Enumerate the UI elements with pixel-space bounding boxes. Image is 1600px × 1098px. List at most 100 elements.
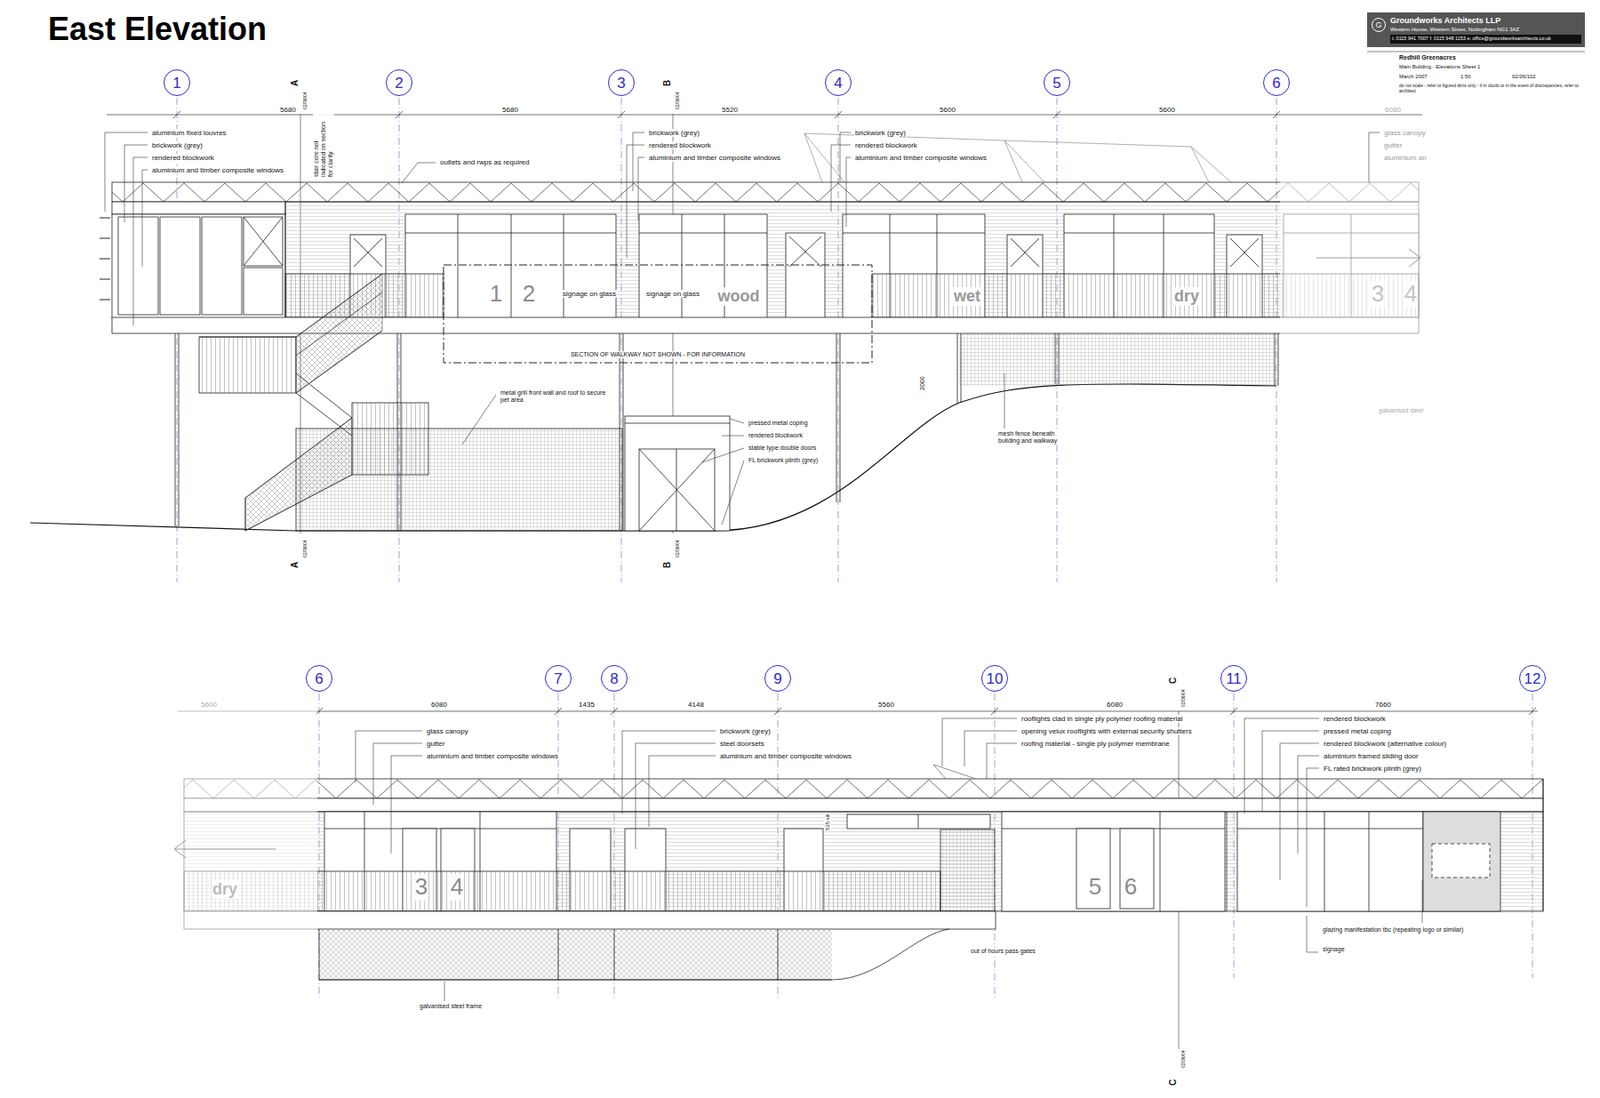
drawing-scale: 1:50 [1459,73,1472,80]
section-mark: A [289,560,301,569]
grid-number: 12 [1524,671,1542,687]
signage: wood [717,287,761,306]
dimension: 2000 [919,375,927,392]
callout: aluminium and timber composite windows [425,752,560,760]
firm-address: Western House, Western Street, Nottingha… [1390,26,1582,34]
grid-bubble: 12 [1519,664,1546,692]
callout: brickwork (grey) [648,128,701,137]
callout: rendered blockwork [747,432,804,440]
dimension: 5560 [877,700,896,709]
grid-number: 1 [172,75,181,91]
grid-bubble: 7 [544,664,572,692]
callout: aluminium and timber composite windows [151,166,285,175]
drawing-number: 02/36/102 [1511,73,1537,80]
note: SECTION OF WALKWAY NOT SHOWN - FOR INFOR… [569,351,746,359]
grid-bubble: 6 [305,664,333,692]
callout: gutter [425,739,446,748]
callout: gutter [1383,141,1403,150]
callout: rendered blockwork [151,153,216,162]
grid-bubble: 3 [608,69,635,96]
firm-logo: G [1371,17,1386,32]
grid-number: 11 [1225,671,1242,687]
section-ref: 02/36/04 [1181,1049,1187,1069]
grid-number: 5 [1052,75,1061,91]
callout: rendered blockwork [648,141,712,150]
callout: FL rated brickwork plinth (grey) [1322,764,1423,773]
dimension: 4148 [687,700,705,709]
callout: rendered blockwork (alternative colour) [1322,739,1448,748]
callout: galvanised steel frame [418,1002,483,1010]
callout: aluminium and timber composite windows [854,153,988,162]
signage: wet [952,287,982,306]
callout: glass canopy [1383,128,1427,137]
section-ref: 02/36/04 [303,91,309,111]
callout: rendered blockwork [854,141,919,150]
callout: opening velux rooflights with external s… [1020,727,1193,736]
callout: aluminium and timber composite windows [719,752,853,760]
callout: aluminium and timber composite windows [648,153,782,162]
project-name: Redhill Greenacres [1398,54,1457,62]
callout: brickwork (grey) [151,141,204,150]
drawing-title: Main Building - Elevations Sheet 1 [1398,64,1481,71]
section-mark: C [1168,1078,1179,1087]
grid-bubble: 8 [600,664,628,692]
callout: pressed metal coping [747,419,809,427]
grid-number: 4 [833,75,842,91]
grid-bubble: 5 [1043,69,1071,96]
callout: stable type double doors [747,444,817,452]
unit-number: 3 [1370,280,1385,308]
title-block-header: Groundworks Architects LLPWestern House,… [1367,12,1585,48]
section-ref: 02/36/04 [303,539,309,559]
dimension: 5680 [501,105,520,114]
grid-bubble: 6 [1263,69,1290,96]
unit-number: 5 [1088,873,1103,901]
unit-number: 6 [1123,873,1138,901]
callout: glass canopy [425,727,470,736]
callout: roofing material - single ply polymer me… [1020,739,1171,748]
callout: metal grill front wall and roof to secur… [499,389,608,404]
grid-bubble: 11 [1220,664,1248,692]
callout: outlets and rwps as required [439,158,531,167]
unit-number: 1 [488,280,504,308]
grid-bubble: 1 [163,69,191,96]
note: signage on glass [645,289,701,298]
grid-bubble: 9 [764,664,792,692]
grid-bubble: 4 [824,69,852,96]
note: stair core not indicated on section for … [312,113,335,178]
callout: mesh fence beneath building and walkway [997,430,1075,445]
dimension: 5680 [279,105,297,114]
section-ref: 02/36/04 [675,91,681,111]
note: signage on glass [561,289,617,298]
callout: aluminium fixed louvres [151,128,228,137]
callout: aluminium framed sliding door [1322,752,1420,760]
dimension: 6080 [1384,105,1402,114]
callout: aluminium an [1383,153,1428,162]
firm-name: Groundworks Architects LLP [1390,16,1582,27]
section-ref: 02/36/04 [675,539,681,559]
drawing-date: March 2007 [1398,73,1429,80]
callout: brickwork (grey) [719,727,772,736]
grid-number: 8 [609,671,618,687]
section-ref: 02/36/04 [1181,688,1187,708]
dimension: 6080 [1105,700,1124,709]
note: out of hours pass gates [969,947,1037,955]
dimension: 6080 [430,700,448,709]
callout: glazing manifestation tbc (repeating log… [1321,926,1493,934]
disclaimer-note: do not scale - refer to figured dims onl… [1398,83,1583,95]
callout: galvanised steel [1377,407,1424,415]
section-mark: C [1168,676,1179,685]
callout: rendered blockwork [1322,714,1387,723]
signage: dry [211,880,239,899]
callout: FL brickwork plinth (grey) [747,456,819,464]
grid-bubble: 2 [385,69,413,96]
callout: steel doorsets [719,739,766,748]
dimension: 535 sill [824,812,832,832]
section-mark: B [662,560,673,569]
dimension: 5600 [200,700,218,709]
grid-number: 9 [773,671,782,687]
firm-contact: t. 0115 941 7007 f. 0115 948 1153 e. off… [1390,34,1582,43]
unit-number: 4 [1403,280,1418,308]
unit-number: 3 [414,873,429,901]
grid-number: 7 [553,671,562,687]
